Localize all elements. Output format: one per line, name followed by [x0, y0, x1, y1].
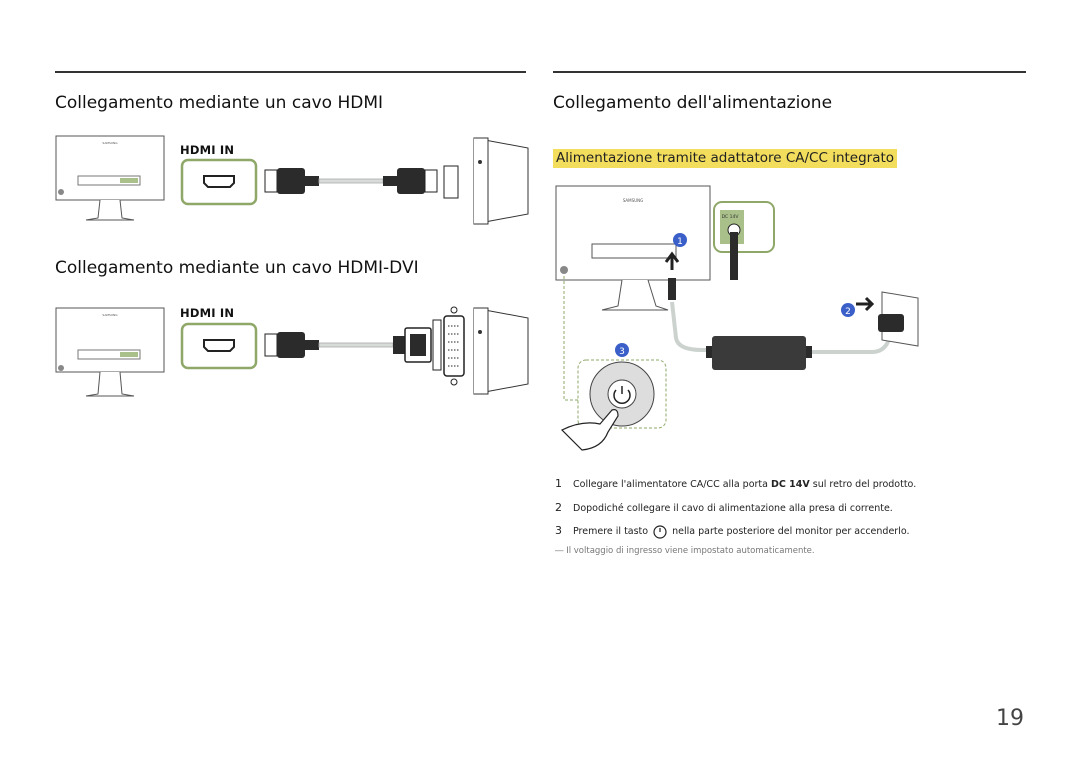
hand-icon [560, 409, 619, 451]
pc-tower-icon [473, 307, 529, 395]
monitor-back-icon: SAMSUNG [555, 185, 711, 311]
hdmi-in-label-2: HDMI IN [180, 306, 235, 320]
dvi-connector-icon [393, 306, 465, 386]
pc-tower-icon [473, 137, 529, 225]
hdmi-connection-figure: SAMSUNG [55, 135, 529, 225]
left-top-rule [55, 71, 526, 73]
step-text-after: nella parte posteriore del monitor per a… [669, 526, 910, 537]
hdmi-dvi-section-title: Collegamento mediante un cavo HDMI-DVI [55, 258, 419, 278]
power-section-title: Collegamento dell'alimentazione [553, 93, 833, 113]
svg-text:SAMSUNG: SAMSUNG [102, 313, 118, 317]
page-number: 19 [996, 706, 1024, 731]
step-3: 3 Premere il tasto nella parte posteriore… [555, 524, 910, 539]
power-button-icon [577, 359, 667, 429]
hdmi-cable-icon [264, 165, 459, 199]
voltage-note: ― Il voltaggio di ingresso viene imposta… [555, 546, 815, 556]
monitor-back-icon: SAMSUNG [55, 135, 165, 221]
step-1: 1 Collegare l'alimentatore CA/CC alla por… [555, 477, 916, 490]
hdmi-dvi-connection-figure: SAMSUNG [55, 306, 529, 397]
svg-text:SAMSUNG: SAMSUNG [623, 198, 643, 203]
note-text: Il voltaggio di ingresso viene impostato… [566, 546, 815, 556]
hdmi-section-title: Collegamento mediante un cavo HDMI [55, 93, 384, 113]
svg-text:DC 14V: DC 14V [722, 214, 740, 220]
step-bold-text: DC 14V [770, 479, 810, 490]
power-subtitle: Alimentazione tramite adattatore CA/CC i… [553, 149, 898, 168]
svg-text:3: 3 [619, 347, 625, 357]
step-2: 2 Dopodiché collegare il cavo di alimenta… [555, 501, 893, 514]
power-connection-figure: SAMSUNG DC 14V 1 2 3 [555, 185, 919, 451]
step-text-after: sul retro del prodotto. [809, 479, 917, 490]
step-text: Premere il tasto [573, 526, 652, 537]
hdmi-in-label: HDMI IN [180, 143, 235, 157]
step-text: Dopodiché collegare il cavo di alimentaz… [573, 503, 893, 514]
power-button-icon [653, 524, 667, 539]
svg-text:1: 1 [677, 237, 683, 247]
hdmi-port-icon [180, 322, 258, 370]
callout-3: 3 [615, 343, 629, 357]
step-number: 1 [555, 477, 562, 490]
svg-text:SAMSUNG: SAMSUNG [102, 141, 118, 145]
power-adapter-icon [706, 336, 812, 370]
hdmi-port-icon [180, 158, 258, 206]
dc-port-zoom: DC 14V [713, 201, 775, 280]
callout-1: 1 [673, 233, 687, 247]
monitor-back-icon: SAMSUNG [55, 307, 165, 397]
step-number: 3 [555, 524, 562, 537]
hdmi-cable-icon [264, 332, 394, 358]
step-text: Collegare l'alimentatore CA/CC alla port… [573, 479, 771, 490]
svg-text:2: 2 [845, 307, 851, 317]
right-top-rule [553, 71, 1026, 73]
step-number: 2 [555, 501, 562, 514]
wall-socket-icon [856, 291, 919, 347]
callout-2: 2 [841, 303, 855, 317]
